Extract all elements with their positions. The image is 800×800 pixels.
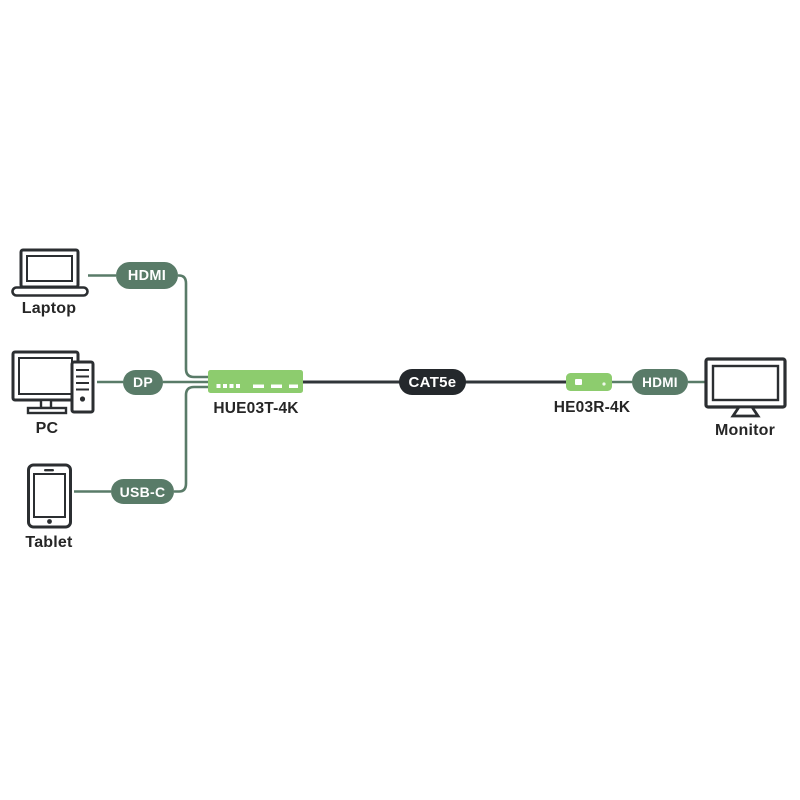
transmitter-port-slot <box>271 384 282 388</box>
transmitter-port-dot <box>236 384 240 388</box>
laptop-label: Laptop <box>21 300 77 317</box>
hdmi-source-badge: HDMI <box>116 262 178 289</box>
receiver-model-label: HE03R-4K <box>553 399 631 416</box>
hdmi-to-transmitter-line <box>178 274 208 379</box>
usbc-to-transmitter-line <box>174 385 208 493</box>
cat5e-badge: CAT5e <box>399 369 466 395</box>
tablet-icon <box>27 463 72 529</box>
tablet-label: Tablet <box>25 534 73 551</box>
pc-icon <box>11 350 95 415</box>
receiver-port-slot <box>575 379 582 385</box>
transmitter-box <box>208 370 303 393</box>
transmitter-port-slot <box>289 384 298 388</box>
transmitter-port-slot <box>253 384 264 388</box>
laptop-icon <box>11 248 89 297</box>
monitor-icon <box>704 357 787 418</box>
transmitter-model-label: HUE03T-4K <box>213 400 299 417</box>
receiver-box <box>566 373 612 391</box>
pc-label: PC <box>35 420 59 437</box>
receiver-led <box>602 382 606 386</box>
transmitter-port-dot <box>223 384 227 388</box>
dp-badge: DP <box>123 369 163 395</box>
hdmi-output-badge: HDMI <box>632 369 688 395</box>
transmitter-port-dot <box>216 384 221 388</box>
monitor-label: Monitor <box>714 422 776 439</box>
transmitter-port-dot <box>229 384 234 388</box>
usbc-badge: USB-C <box>111 479 174 504</box>
